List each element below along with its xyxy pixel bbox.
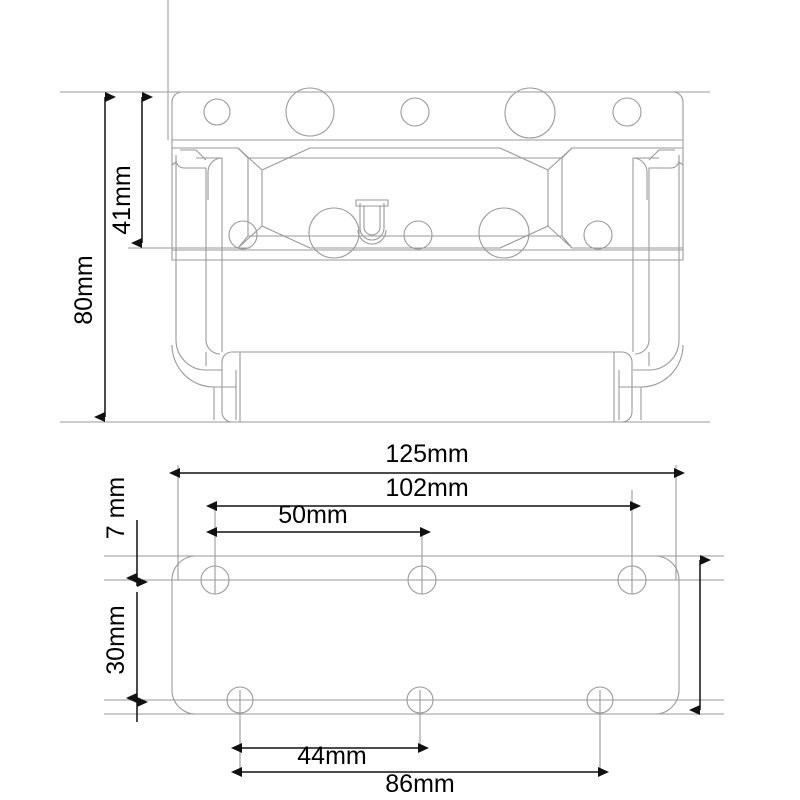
- dim-label-44mm: 44mm: [297, 742, 366, 770]
- dim-label-41mm: 41mm: [108, 165, 136, 234]
- dim-label-86mm: 86mm: [385, 770, 454, 798]
- dim-label-7mm: 7 mm: [102, 477, 130, 540]
- front-view-geometry: [60, 0, 710, 423]
- dim-label-102mm: 102mm: [385, 474, 468, 502]
- plan-view-dimensions: [126, 468, 711, 777]
- dim-label-30mm: 30mm: [102, 605, 130, 674]
- dim-label-80mm: 80mm: [70, 255, 98, 324]
- plan-view-geometry: [104, 465, 724, 772]
- dim-label-125mm: 125mm: [385, 440, 468, 468]
- dim-label-50mm: 50mm: [278, 501, 347, 529]
- front-view-dimensions: [94, 92, 153, 422]
